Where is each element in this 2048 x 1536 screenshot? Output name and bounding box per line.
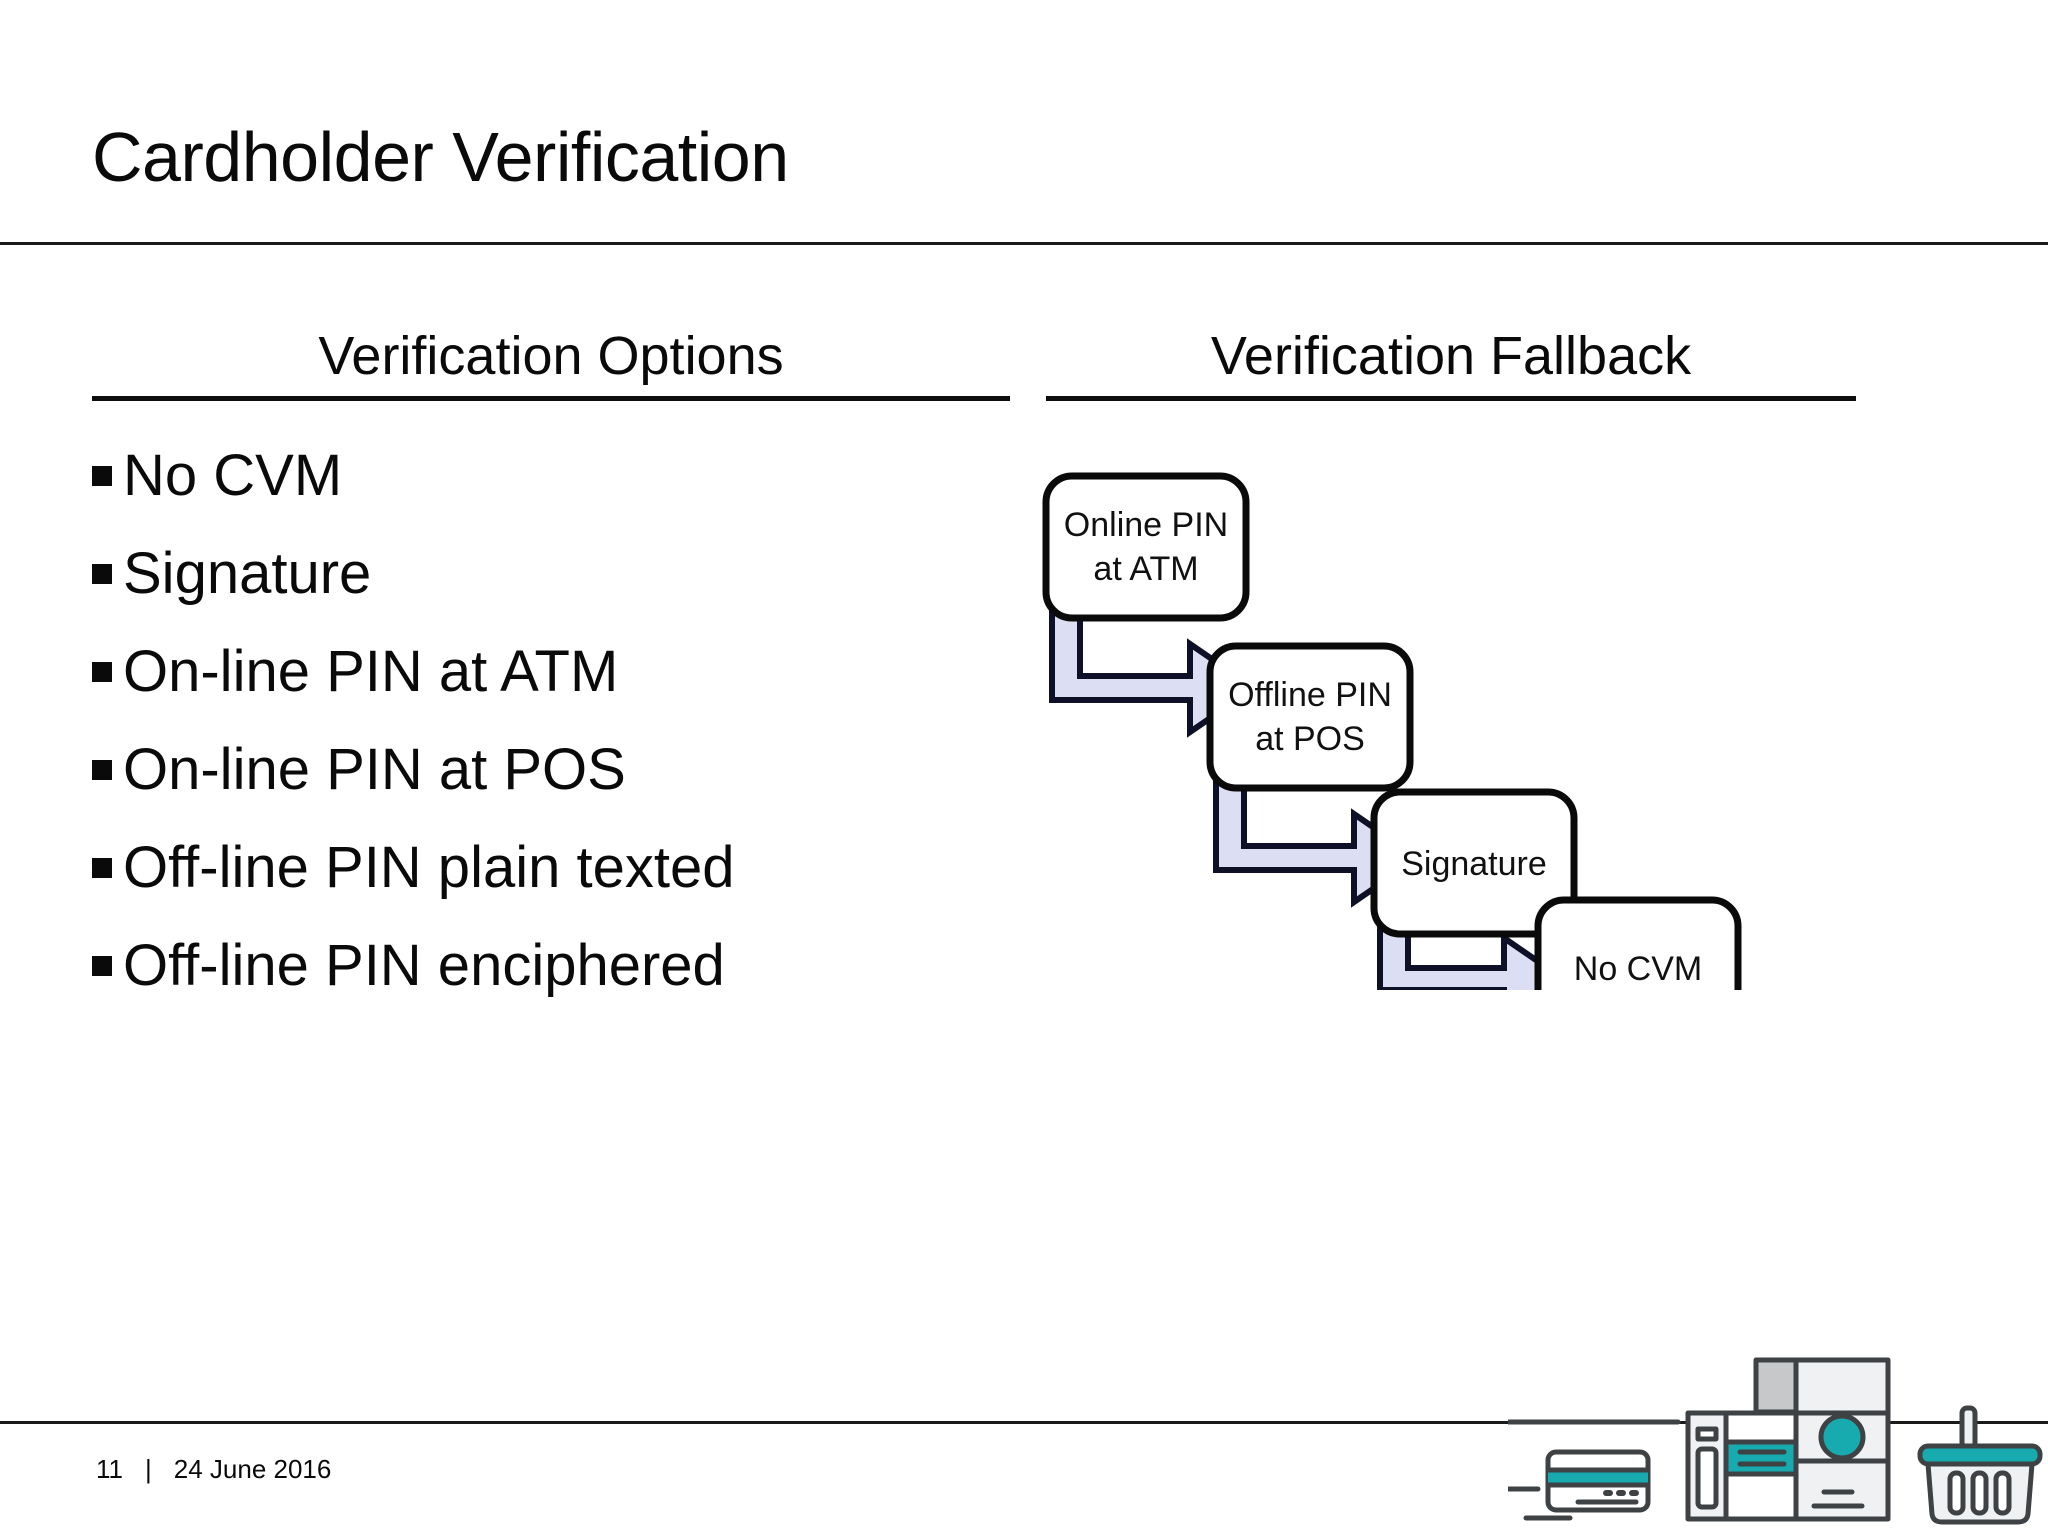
bullet-square-icon: [92, 662, 112, 682]
page-number: 11: [96, 1454, 123, 1484]
list-item-label: No CVM: [123, 443, 343, 508]
flow-node-label-line1: No CVM: [1574, 950, 1702, 988]
flow-node-signature: Signature: [1370, 788, 1578, 938]
verification-options-underline: [92, 396, 1010, 401]
list-item: Off-line PIN plain texted: [92, 824, 1022, 922]
flow-node-label-line2: at ATM: [1093, 550, 1198, 588]
list-item-label: On-line PIN at POS: [123, 737, 626, 802]
bullet-square-icon: [92, 564, 112, 584]
verification-options-heading: Verification Options: [318, 326, 784, 386]
list-item: On-line PIN at POS: [92, 726, 1022, 824]
list-item-label: Off-line PIN plain texted: [123, 835, 735, 900]
flow-node-online-pin-atm: Online PIN at ATM: [1042, 472, 1250, 622]
pos-terminal-icon: [1685, 1357, 1891, 1522]
bullet-square-icon: [92, 466, 112, 486]
flow-node-label-line1: Offline PIN: [1228, 676, 1392, 714]
flow-node-label-line2: at POS: [1255, 720, 1365, 758]
bullet-square-icon: [92, 760, 112, 780]
bullet-square-icon: [92, 956, 112, 976]
footer-date: 24 June 2016: [173, 1454, 332, 1484]
flow-node-no-cvm: No CVM: [1534, 896, 1742, 990]
list-item-label: Signature: [123, 541, 372, 606]
page-title: Cardholder Verification: [92, 118, 789, 196]
title-divider: [0, 242, 2048, 245]
footer-artwork: [1508, 1346, 2048, 1536]
footer-separator: |: [145, 1454, 152, 1484]
verification-options-list: No CVM Signature On-line PIN at ATM On-l…: [92, 432, 1022, 1020]
verification-fallback-underline: [1046, 396, 1856, 401]
verification-fallback-heading: Verification Fallback: [1210, 326, 1692, 386]
footer-divider: [0, 1421, 2048, 1424]
flow-node-label-line1: Signature: [1401, 845, 1547, 883]
list-item-label: On-line PIN at ATM: [123, 639, 619, 704]
bullet-square-icon: [92, 858, 112, 878]
flow-node-offline-pin-pos: Offline PIN at POS: [1206, 642, 1414, 792]
list-item: Signature: [92, 530, 1022, 628]
list-item: Off-line PIN enciphered: [92, 922, 1022, 1020]
verification-fallback-diagram: Online PIN at ATM Offline PIN at POS Sig…: [1040, 470, 1760, 990]
shopping-basket-icon: [1917, 1405, 2043, 1525]
list-item: No CVM: [92, 432, 1022, 530]
credit-card-icon: [1508, 1419, 1681, 1521]
list-item: On-line PIN at ATM: [92, 628, 1022, 726]
footer: 11 | 24 June 2016: [96, 1454, 331, 1485]
flow-node-label-line1: Online PIN: [1064, 506, 1228, 544]
list-item-label: Off-line PIN enciphered: [123, 933, 725, 998]
